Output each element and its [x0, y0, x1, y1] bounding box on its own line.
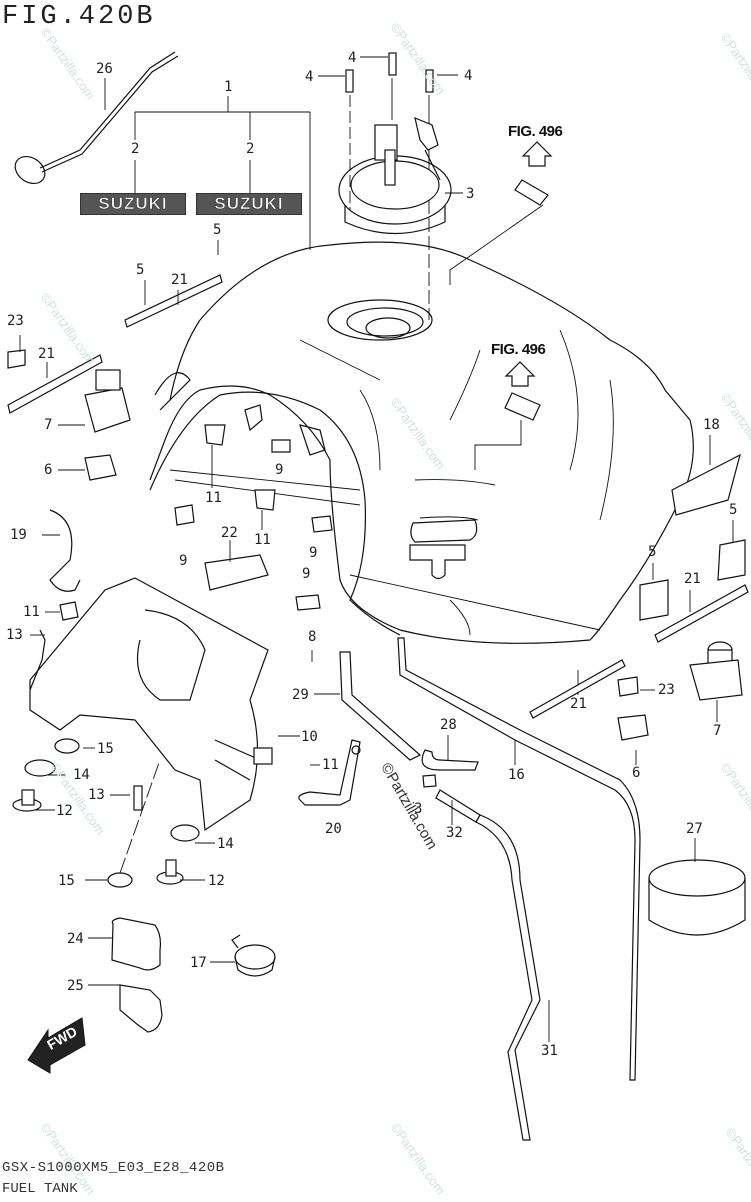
callout-21-c[interactable]: 21 [684, 571, 701, 587]
callout-1[interactable]: 1 [224, 79, 233, 95]
callout-8[interactable]: 8 [308, 629, 317, 645]
band-drawing[interactable] [648, 838, 746, 936]
callout-12-a[interactable]: 12 [56, 803, 73, 819]
callout-9-c[interactable]: 9 [309, 545, 318, 561]
suzuki-emblem-left[interactable]: SUZUKI [80, 193, 186, 215]
callout-7-a[interactable]: 7 [44, 417, 53, 433]
callout-15-a[interactable]: 15 [97, 741, 114, 757]
callout-6-b[interactable]: 6 [632, 765, 641, 781]
callout-21-b[interactable]: 21 [38, 346, 55, 362]
rear-bracket-drawing[interactable] [29, 577, 300, 832]
callout-6-a[interactable]: 6 [44, 462, 53, 478]
callout-27[interactable]: 27 [686, 821, 703, 837]
callout-21-d[interactable]: 21 [570, 696, 587, 712]
callout-13-a[interactable]: 13 [6, 627, 23, 643]
bolts-clips-drawing[interactable] [174, 424, 333, 611]
callout-20[interactable]: 20 [325, 821, 342, 837]
callout-2-right[interactable]: 2 [246, 141, 255, 157]
callout-19[interactable]: 19 [10, 527, 27, 543]
fuel-cap-drawing[interactable] [338, 117, 463, 320]
callout-11-b[interactable]: 11 [254, 532, 271, 548]
section-name: FUEL TANK [2, 1181, 78, 1197]
callout-2-left[interactable]: 2 [131, 141, 140, 157]
callout-11-d[interactable]: 11 [23, 604, 40, 620]
prop-rod-drawing[interactable] [10, 51, 179, 189]
callout-16[interactable]: 16 [508, 767, 525, 783]
callout-9-a[interactable]: 9 [275, 462, 284, 478]
callout-9-b[interactable]: 9 [179, 553, 188, 569]
callout-21-a[interactable]: 21 [171, 272, 188, 288]
callout-29[interactable]: 29 [292, 687, 309, 703]
callout-5-a[interactable]: 5 [136, 262, 145, 278]
fuel-tank-drawing[interactable] [149, 241, 694, 644]
callout-23-a[interactable]: 23 [7, 313, 24, 329]
left-parts-drawing[interactable] [7, 274, 223, 621]
callout-5-b[interactable]: 5 [213, 222, 222, 238]
callout-28[interactable]: 28 [440, 717, 457, 733]
callout-11-a[interactable]: 11 [205, 490, 222, 506]
callout-31[interactable]: 31 [541, 1043, 558, 1059]
callout-15-b[interactable]: 15 [58, 873, 75, 889]
fwd-arrow [27, 1017, 86, 1074]
callout-26[interactable]: 26 [96, 61, 113, 77]
callout-24[interactable]: 24 [67, 931, 84, 947]
figure-title: FIG.420B [2, 2, 156, 32]
callout-4-left[interactable]: 4 [305, 69, 314, 85]
tank-inner-frame [149, 391, 401, 636]
mount-hardware-drawing[interactable] [12, 629, 200, 888]
right-parts-drawing[interactable] [529, 453, 749, 741]
fig-ref-arrows [449, 141, 553, 470]
callout-23-b[interactable]: 23 [658, 682, 675, 698]
fig-496-reference-upper[interactable]: FIG. 496 [508, 123, 563, 140]
callout-17[interactable]: 17 [190, 955, 207, 971]
callout-11-e[interactable]: 11 [322, 757, 339, 773]
callout-7-b[interactable]: 7 [713, 723, 722, 739]
fig-496-reference-lower[interactable]: FIG. 496 [491, 341, 546, 358]
clamps-drawing[interactable] [111, 917, 276, 1033]
callout-22[interactable]: 22 [221, 525, 238, 541]
callout-4-center[interactable]: 4 [348, 50, 357, 66]
callout-25[interactable]: 25 [67, 978, 84, 994]
callout-14-a[interactable]: 14 [73, 767, 90, 783]
emblem-leader-lines [134, 96, 311, 250]
callout-12-b[interactable]: 12 [208, 873, 225, 889]
diagram-code: GSX-S1000XM5_E03_E28_420B [2, 1160, 225, 1176]
callout-4-right[interactable]: 4 [464, 68, 473, 84]
callout-leaders [19, 240, 734, 1042]
hoses-drawing[interactable] [298, 637, 641, 1141]
callout-18[interactable]: 18 [703, 417, 720, 433]
callout-5-d[interactable]: 5 [648, 544, 657, 560]
callout-10[interactable]: 10 [301, 729, 318, 745]
suzuki-emblem-right[interactable]: SUZUKI [196, 193, 302, 215]
callout-14-b[interactable]: 14 [217, 836, 234, 852]
callout-9-d[interactable]: 9 [302, 566, 311, 582]
callout-3-clip[interactable]: 3 [414, 801, 423, 817]
callout-32[interactable]: 32 [446, 825, 463, 841]
callout-5-c[interactable]: 5 [729, 502, 738, 518]
callout-3-cap[interactable]: 3 [466, 186, 475, 202]
callout-13-b[interactable]: 13 [88, 787, 105, 803]
